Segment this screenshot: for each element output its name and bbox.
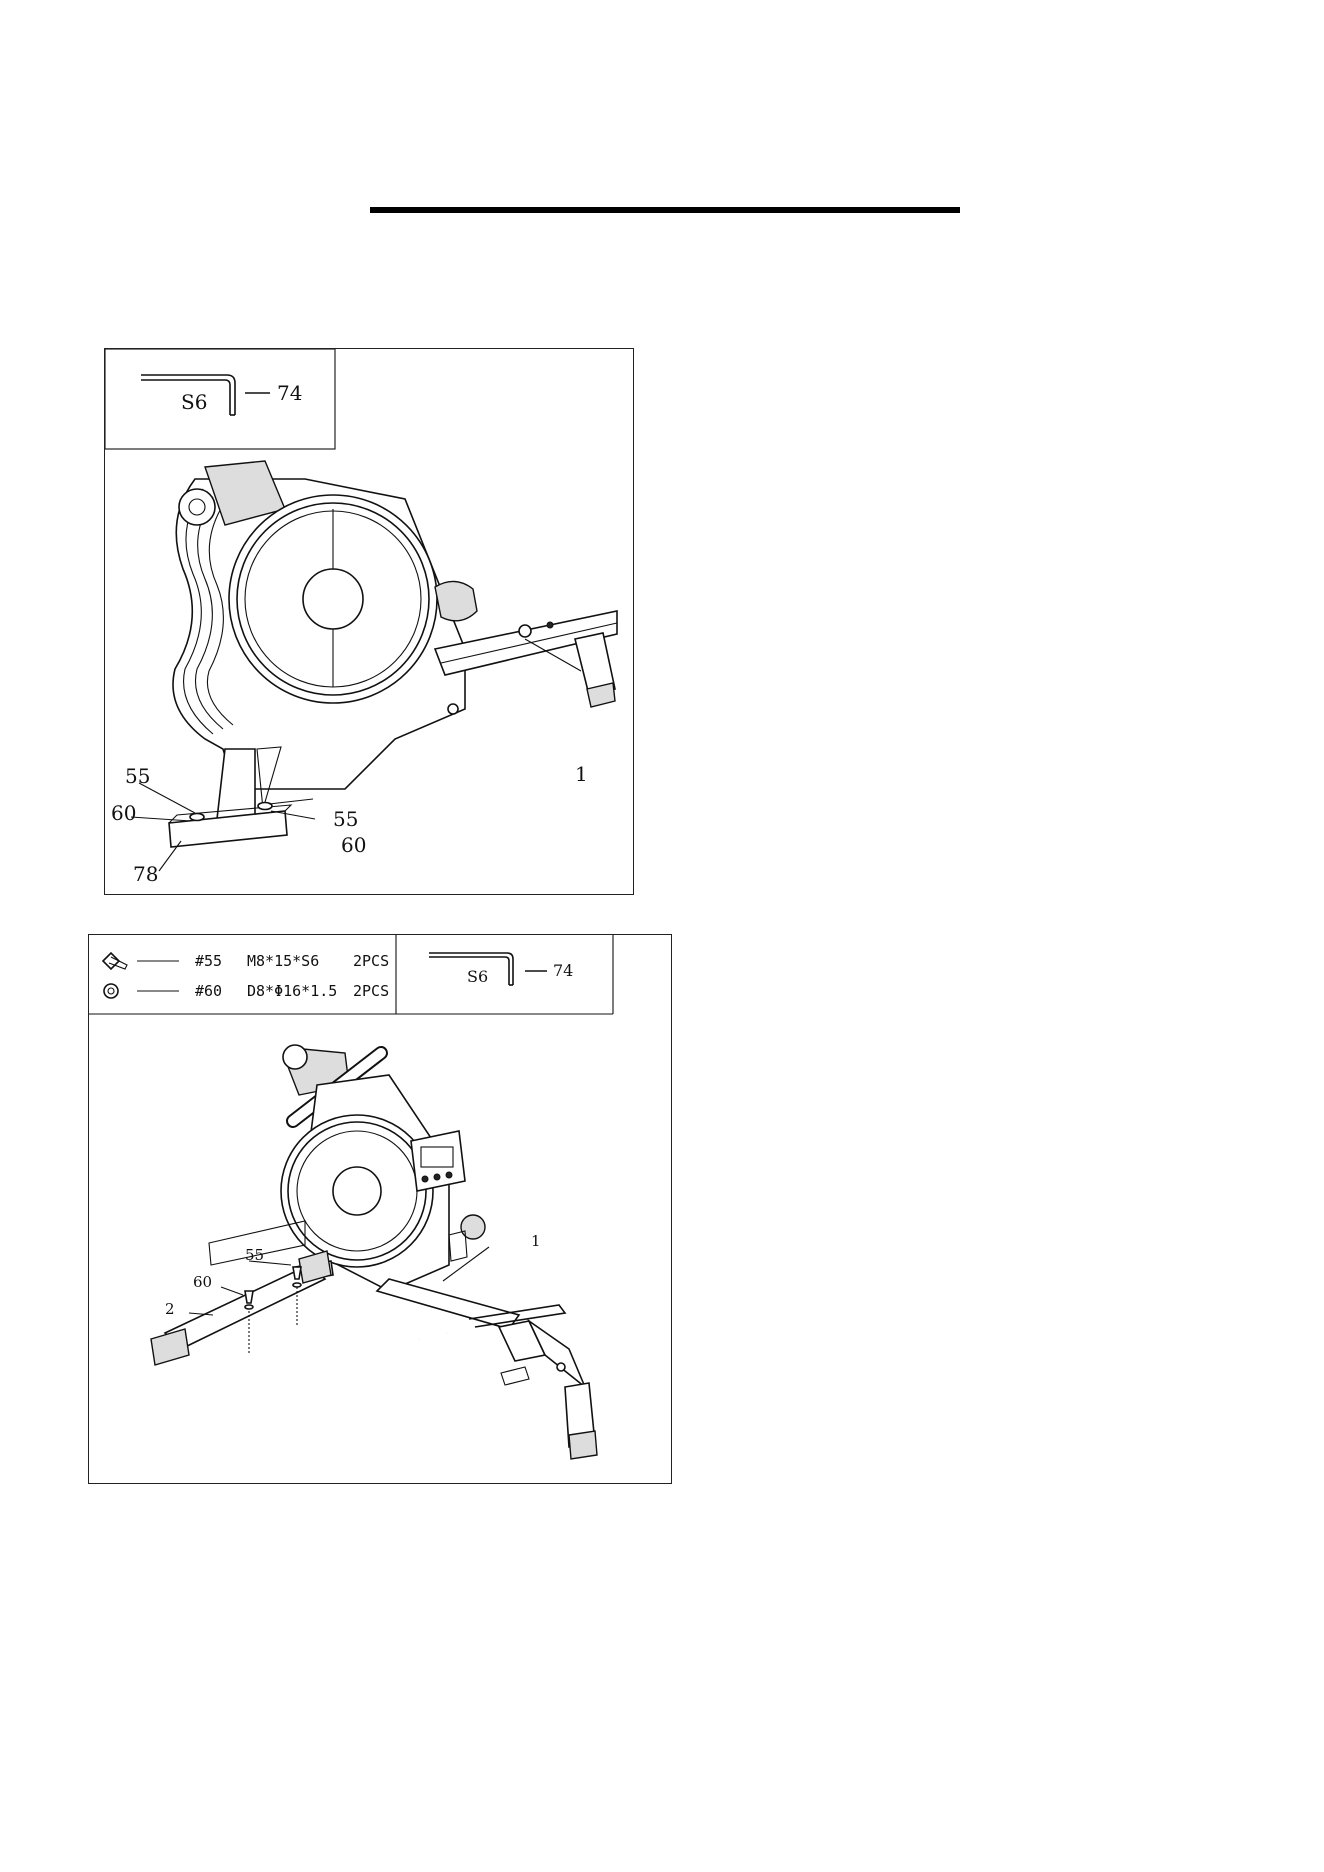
step2-diagram: #55 M8*15*S6 2PCS #60 D8*Φ16*1.5 2PCS S6…: [89, 935, 671, 1483]
step1-callout-bolt-right: 55: [333, 807, 358, 831]
step2-callout-bolt: 55: [245, 1246, 264, 1264]
step1-callout-frame: 1: [575, 762, 588, 786]
washer-icon: [104, 984, 118, 998]
rower-assembly-illustration: [151, 1045, 597, 1459]
step1-diagram-panel: S6 74: [104, 348, 634, 895]
step1-callout-washer-left: 60: [111, 801, 136, 825]
hardware-55-part: #55: [195, 952, 222, 970]
hardware-60-spec: D8*Φ16*1.5: [247, 982, 337, 1000]
step1-diagram: S6 74: [105, 349, 633, 894]
step1-tool-part-no: 74: [277, 381, 302, 405]
step2-callout-washer: 60: [193, 1273, 212, 1291]
rower-main-frame-illustration: [169, 461, 617, 847]
step2-tool-part-no: 74: [553, 961, 573, 980]
step1-callout-bolt-left: 55: [125, 764, 150, 788]
hardware-55-qty: 2PCS: [353, 952, 389, 970]
hardware-55-spec: M8*15*S6: [247, 952, 319, 970]
step1-callout-rear-stabilizer: 78: [133, 862, 158, 886]
section-title-underline: [370, 207, 960, 213]
step2-tool-size: S6: [467, 967, 488, 986]
step1-tool-size: S6: [181, 390, 207, 414]
step2-callout-front-stabilizer: 2: [165, 1300, 175, 1318]
step2-callout-frame: 1: [531, 1232, 541, 1250]
step1-callout-washer-right: 60: [341, 833, 366, 857]
bolt-icon: [103, 953, 127, 969]
step2-diagram-panel: #55 M8*15*S6 2PCS #60 D8*Φ16*1.5 2PCS S6…: [88, 934, 672, 1484]
hardware-60-part: #60: [195, 982, 222, 1000]
hardware-60-qty: 2PCS: [353, 982, 389, 1000]
